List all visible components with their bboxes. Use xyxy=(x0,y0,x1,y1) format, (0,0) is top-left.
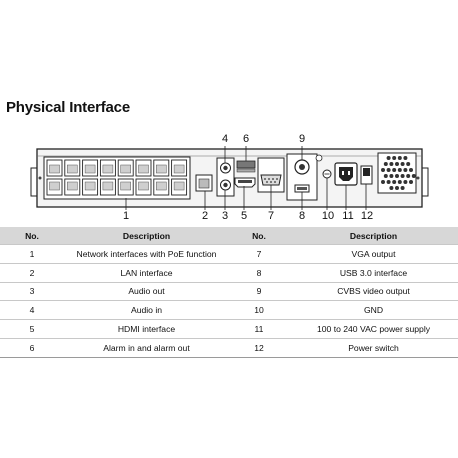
poe-ports xyxy=(43,156,191,200)
callout-leaders xyxy=(125,146,367,210)
row-description: LAN interface xyxy=(64,263,229,283)
row-number: 5 xyxy=(0,319,64,339)
row-description: VGA output xyxy=(289,244,458,264)
callout-1: 1 xyxy=(122,210,130,222)
callout-4: 4 xyxy=(221,133,229,145)
row-description: Audio out xyxy=(64,282,229,302)
row-number: 1 xyxy=(0,244,64,264)
row-description: HDMI interface xyxy=(64,319,229,339)
header-description: Description xyxy=(64,227,229,245)
callout-8: 8 xyxy=(298,210,306,222)
row-description: GND xyxy=(289,300,458,321)
row-number: 2 xyxy=(0,263,64,283)
vga-port xyxy=(260,174,282,186)
row-number: 6 xyxy=(0,338,64,358)
row-description: CVBS video output xyxy=(289,282,458,302)
row-description: USB 3.0 interface xyxy=(289,263,458,283)
row-number: 3 xyxy=(0,282,64,302)
row-number: 10 xyxy=(229,300,289,321)
row-description: Audio in xyxy=(64,300,229,321)
row-number: 8 xyxy=(229,263,289,283)
row-description: Alarm in and alarm out xyxy=(64,338,229,358)
callout-12: 12 xyxy=(360,210,374,222)
rear-panel-drawing xyxy=(30,146,429,210)
callout-11: 11 xyxy=(342,210,354,222)
row-description: Power switch xyxy=(289,338,458,358)
row-number: 12 xyxy=(229,338,289,358)
row-number: 7 xyxy=(229,244,289,264)
callout-9: 9 xyxy=(298,133,306,145)
callout-10: 10 xyxy=(321,210,335,222)
callout-2: 2 xyxy=(201,210,209,222)
callout-6: 6 xyxy=(242,133,250,145)
header-description: Description xyxy=(289,227,458,245)
row-number: 9 xyxy=(229,282,289,302)
alarm-terminal xyxy=(236,160,256,169)
callout-3: 3 xyxy=(221,210,229,222)
row-number: 4 xyxy=(0,300,64,321)
row-number: 11 xyxy=(229,319,289,339)
rear-panel-diagram: 1 2 3 4 5 6 7 8 9 10 11 12 xyxy=(0,130,458,222)
callout-5: 5 xyxy=(240,210,248,222)
table-header-row: No. Description No. Description xyxy=(0,227,458,245)
header-no: No. xyxy=(0,227,64,245)
row-description: 100 to 240 VAC power supply xyxy=(289,319,458,339)
page-title: Physical Interface xyxy=(6,99,130,116)
callout-7: 7 xyxy=(267,210,275,222)
row-description: Network interfaces with PoE function xyxy=(64,244,229,264)
header-no: No. xyxy=(229,227,289,245)
